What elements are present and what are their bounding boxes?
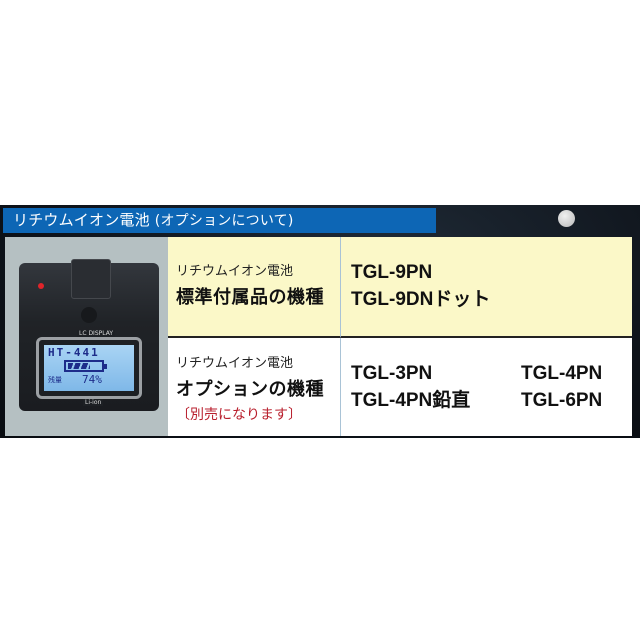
section-title: リチウムイオン電池 xyxy=(13,211,150,229)
model-item: TGL-4PN xyxy=(521,363,603,384)
lcd-screen: HT-441 残量 74% xyxy=(44,345,134,391)
section-header: リチウムイオン電池 (オプションについて) xyxy=(3,208,436,233)
row-note: 〔別売になります〕 xyxy=(176,407,302,423)
battery-icon xyxy=(64,360,107,372)
section-subtitle: (オプションについて) xyxy=(154,213,294,229)
model-table: LC DISPLAY HT-441 残量 74% Li-ion リチウムイオン電… xyxy=(5,237,632,436)
row-option-label: リチウムイオン電池 オプションの機種 〔別売になります〕 xyxy=(168,338,341,436)
model-item: TGL-9DNドット xyxy=(351,289,491,310)
lcd-level-label: 残量 xyxy=(48,376,62,384)
row-small-label: リチウムイオン電池 xyxy=(176,264,294,279)
device-body: LC DISPLAY HT-441 残量 74% Li-ion xyxy=(19,259,159,411)
lcd-percent: 74% xyxy=(82,373,102,386)
led-indicator-icon xyxy=(38,283,44,289)
lcd-frame: LC DISPLAY HT-441 残量 74% Li-ion xyxy=(36,330,142,406)
lcd-model-text: HT-441 xyxy=(48,346,100,359)
row-small-label: リチウムイオン電池 xyxy=(176,356,294,371)
battery-info-panel: リチウムイオン電池 (オプションについて) LC DISPLAY HT-441 … xyxy=(0,205,640,438)
battery-device-image: LC DISPLAY HT-441 残量 74% Li-ion xyxy=(5,237,168,436)
lcd-top-label: LC DISPLAY xyxy=(77,330,116,337)
device-clip xyxy=(71,259,111,299)
model-item: TGL-4PN鉛直 xyxy=(351,390,471,411)
device-button xyxy=(81,307,97,323)
row-big-label: 標準付属品の機種 xyxy=(176,287,324,308)
model-item: TGL-3PN xyxy=(351,363,433,384)
circle-bullet-icon xyxy=(558,210,575,227)
row-standard-models: TGL-9PN TGL-9DNドット xyxy=(341,237,632,338)
model-item: TGL-6PN xyxy=(521,390,603,411)
row-big-label: オプションの機種 xyxy=(176,379,324,400)
model-item: TGL-9PN xyxy=(351,262,433,283)
row-standard-label: リチウムイオン電池 標準付属品の機種 xyxy=(168,237,341,338)
row-option-models: TGL-3PN TGL-4PN TGL-4PN鉛直 TGL-6PN xyxy=(341,338,632,436)
lcd-bottom-label: Li-ion xyxy=(83,399,104,406)
